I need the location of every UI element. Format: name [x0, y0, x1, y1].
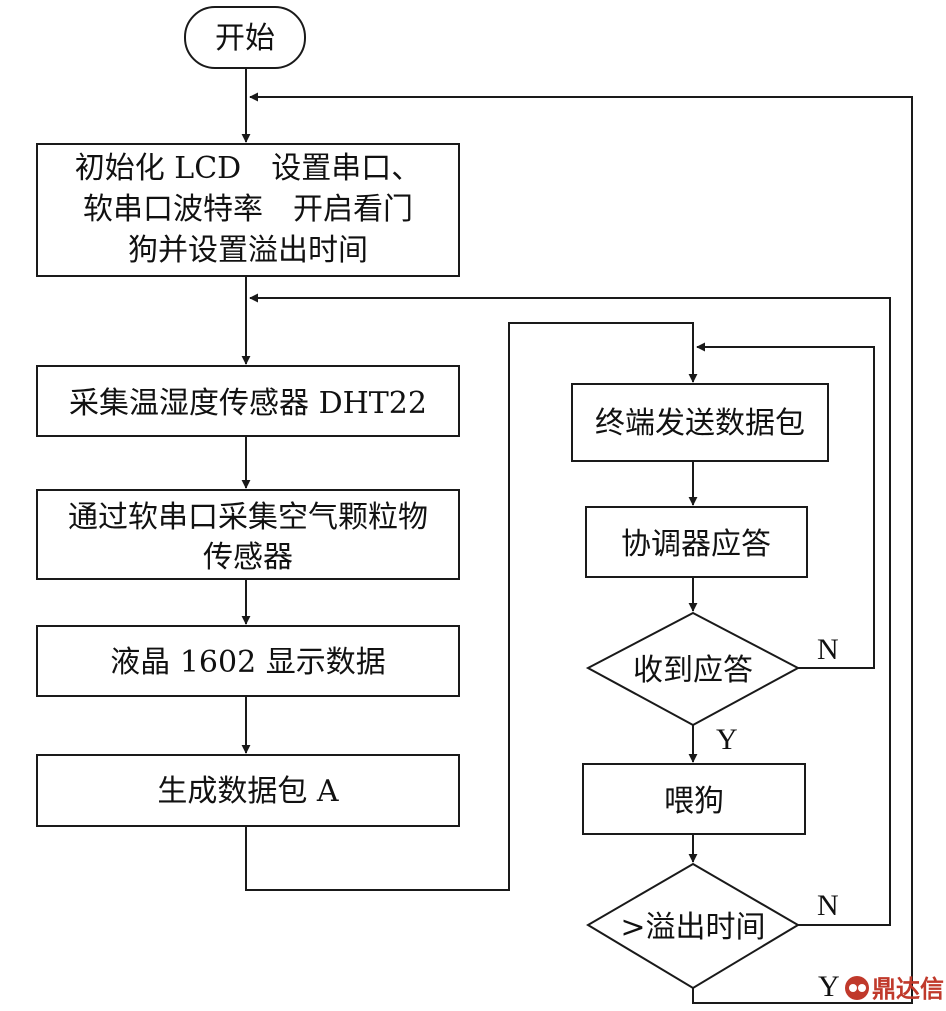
watermark: 鼎达信 — [845, 975, 944, 1003]
watermark-text: 鼎达信 — [872, 975, 944, 1003]
init-label-line1: 初始化 LCD 设置串口、 — [75, 151, 421, 186]
init-label-line2: 软串口波特率 开启看门 — [83, 192, 413, 227]
decision-timeout-label: >溢出时间 — [620, 910, 765, 945]
logo-icon — [845, 976, 869, 1000]
read-pm-label-line1: 通过软串口采集空气颗粒物 — [68, 500, 428, 535]
branch-label-ack-yes: Y — [716, 723, 738, 756]
read-dht-label: 采集温湿度传感器 DHT22 — [69, 386, 427, 421]
lcd-display-label: 液晶 1602 显示数据 — [110, 645, 385, 680]
branch-label-ack-no: N — [817, 633, 839, 666]
loop-timeout-yes — [249, 92, 913, 1004]
feed-dog-label: 喂狗 — [664, 784, 724, 819]
decision-ack-node: 收到应答 — [585, 611, 801, 727]
loop-timeout-no — [249, 293, 891, 926]
arrow-gen-to-send — [245, 322, 698, 891]
coord-ack-node: 协调器应答 — [585, 506, 808, 578]
gen-packet-node: 生成数据包 A — [36, 754, 460, 827]
init-label-line3: 狗并设置溢出时间 — [128, 233, 368, 268]
decision-ack-label: 收到应答 — [633, 653, 753, 688]
decision-timeout-node: >溢出时间 — [586, 862, 800, 990]
send-packet-label: 终端发送数据包 — [595, 406, 805, 441]
gen-packet-label: 生成数据包 A — [157, 774, 339, 809]
branch-label-timeout-no: N — [817, 889, 839, 922]
send-packet-node: 终端发送数据包 — [571, 383, 829, 462]
read-pm-node: 通过软串口采集空气颗粒物 传感器 — [36, 489, 460, 580]
start-label: 开始 — [215, 21, 275, 56]
read-pm-label-line2: 传感器 — [203, 540, 293, 575]
branch-label-timeout-yes: Y — [818, 970, 840, 1003]
feed-dog-node: 喂狗 — [582, 763, 806, 835]
coord-ack-label: 协调器应答 — [621, 527, 771, 562]
loop-ack-no — [696, 342, 875, 669]
connectors — [241, 68, 913, 1004]
read-dht-node: 采集温湿度传感器 DHT22 — [36, 365, 460, 437]
lcd-display-node: 液晶 1602 显示数据 — [36, 625, 460, 697]
init-node: 初始化 LCD 设置串口、 软串口波特率 开启看门 狗并设置溢出时间 — [36, 143, 460, 277]
start-node: 开始 — [184, 6, 306, 69]
